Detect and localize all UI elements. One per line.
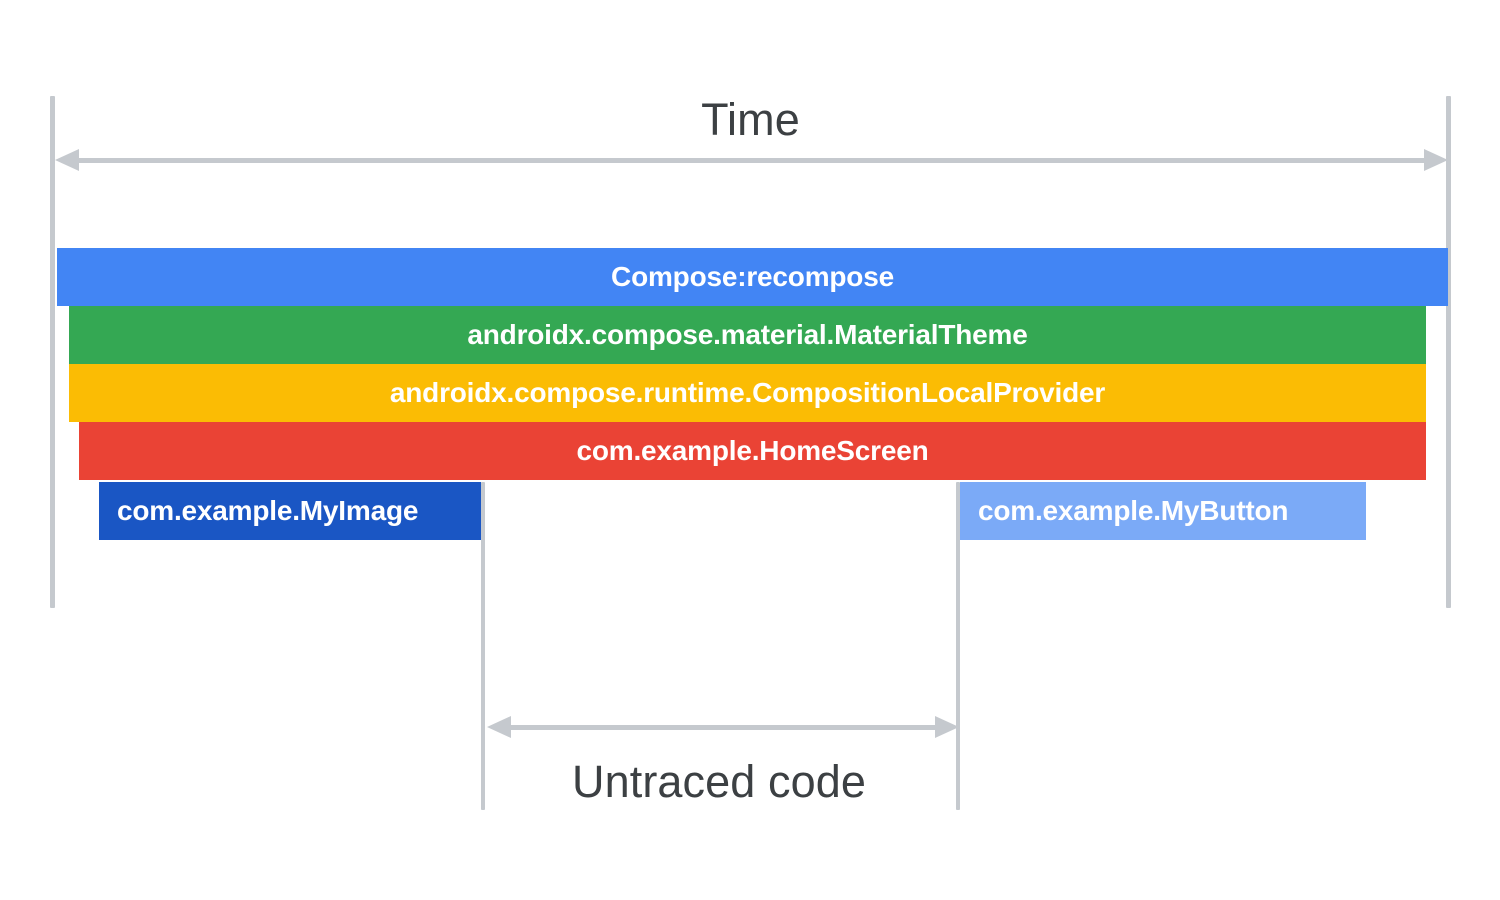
trace-bar-material-theme[interactable]: androidx.compose.material.MaterialTheme	[69, 306, 1426, 364]
trace-bar-label: Compose:recompose	[611, 261, 894, 292]
trace-bar-my-button[interactable]: com.example.MyButton	[960, 482, 1366, 540]
untraced-guideline-left	[481, 482, 485, 810]
trace-bar-label: com.example.MyButton	[978, 495, 1289, 526]
arrow-head-right-icon	[935, 716, 959, 738]
arrow-head-left-icon	[55, 149, 79, 171]
time-axis-label: Time	[701, 94, 800, 145]
trace-bar-recompose[interactable]: Compose:recompose	[57, 248, 1448, 306]
time-axis-right-boundary	[1446, 96, 1451, 608]
arrow-head-right-icon	[1424, 149, 1448, 171]
trace-bar-label: androidx.compose.material.MaterialTheme	[467, 319, 1028, 350]
untraced-guideline-right	[956, 482, 960, 810]
trace-bar-my-image[interactable]: com.example.MyImage	[99, 482, 481, 540]
arrow-shaft	[511, 724, 935, 730]
trace-bar-home-screen[interactable]: com.example.HomeScreen	[79, 422, 1426, 480]
trace-bar-label: com.example.MyImage	[117, 495, 419, 526]
trace-bar-composition-local-provider[interactable]: androidx.compose.runtime.CompositionLoca…	[69, 364, 1426, 422]
time-axis-left-boundary	[50, 96, 55, 608]
trace-bar-label: androidx.compose.runtime.CompositionLoca…	[389, 377, 1106, 408]
arrow-shaft	[79, 157, 1424, 163]
untraced-code-label: Untraced code	[572, 756, 866, 807]
trace-bar-label: com.example.HomeScreen	[576, 435, 929, 466]
untraced-code-arrow	[487, 716, 959, 738]
arrow-head-left-icon	[487, 716, 511, 738]
time-axis-arrow	[55, 149, 1448, 171]
